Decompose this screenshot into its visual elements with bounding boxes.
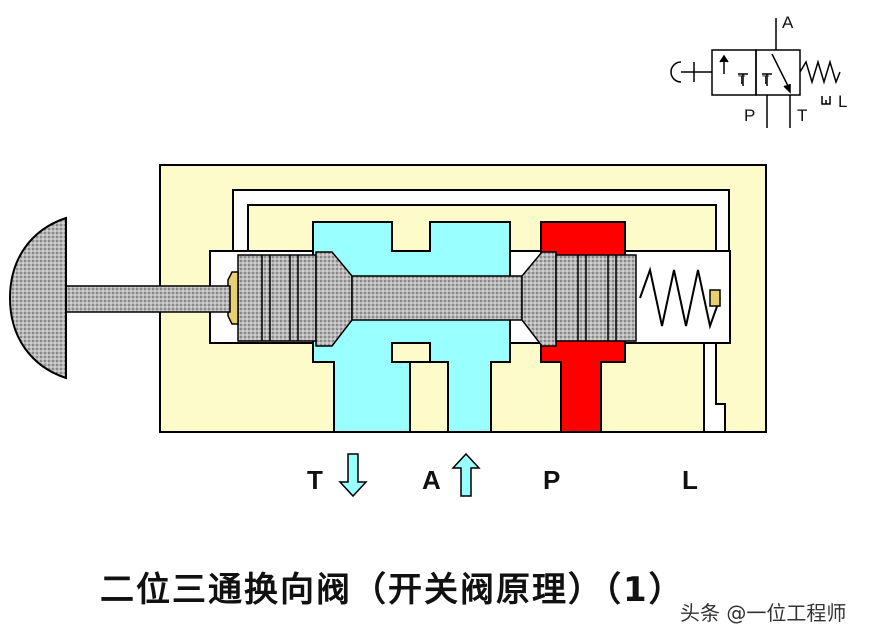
up-arrow-icon [451, 452, 481, 497]
symbol-label-t: T [797, 106, 808, 125]
diagram-caption: 二位三通换向阀（开关阀原理）（1） [100, 570, 685, 610]
watermark: 头条 @一位工程师 [680, 601, 847, 625]
down-arrow-icon [338, 453, 368, 498]
symbol-label-l: L [838, 92, 848, 111]
symbol-label-a: A [782, 13, 794, 32]
symbol-label-p: P [744, 106, 756, 125]
port-label-a: A [422, 465, 441, 495]
symbol-label-inner-t-right: T [762, 73, 770, 87]
spool [227, 251, 637, 347]
push-button-icon [8, 216, 67, 380]
spring-icon [639, 266, 721, 330]
port-label-p: P [543, 465, 561, 495]
spring-seat [709, 289, 721, 307]
symbol-label-inner-t-left: T [738, 73, 746, 87]
exhaust-cavity [312, 221, 511, 433]
land-notch [391, 342, 431, 363]
push-rod [63, 285, 231, 313]
port-label-l: L [682, 465, 698, 495]
valve-symbol [670, 18, 841, 128]
port-label-t: T [307, 465, 323, 495]
leak-port [703, 342, 726, 433]
